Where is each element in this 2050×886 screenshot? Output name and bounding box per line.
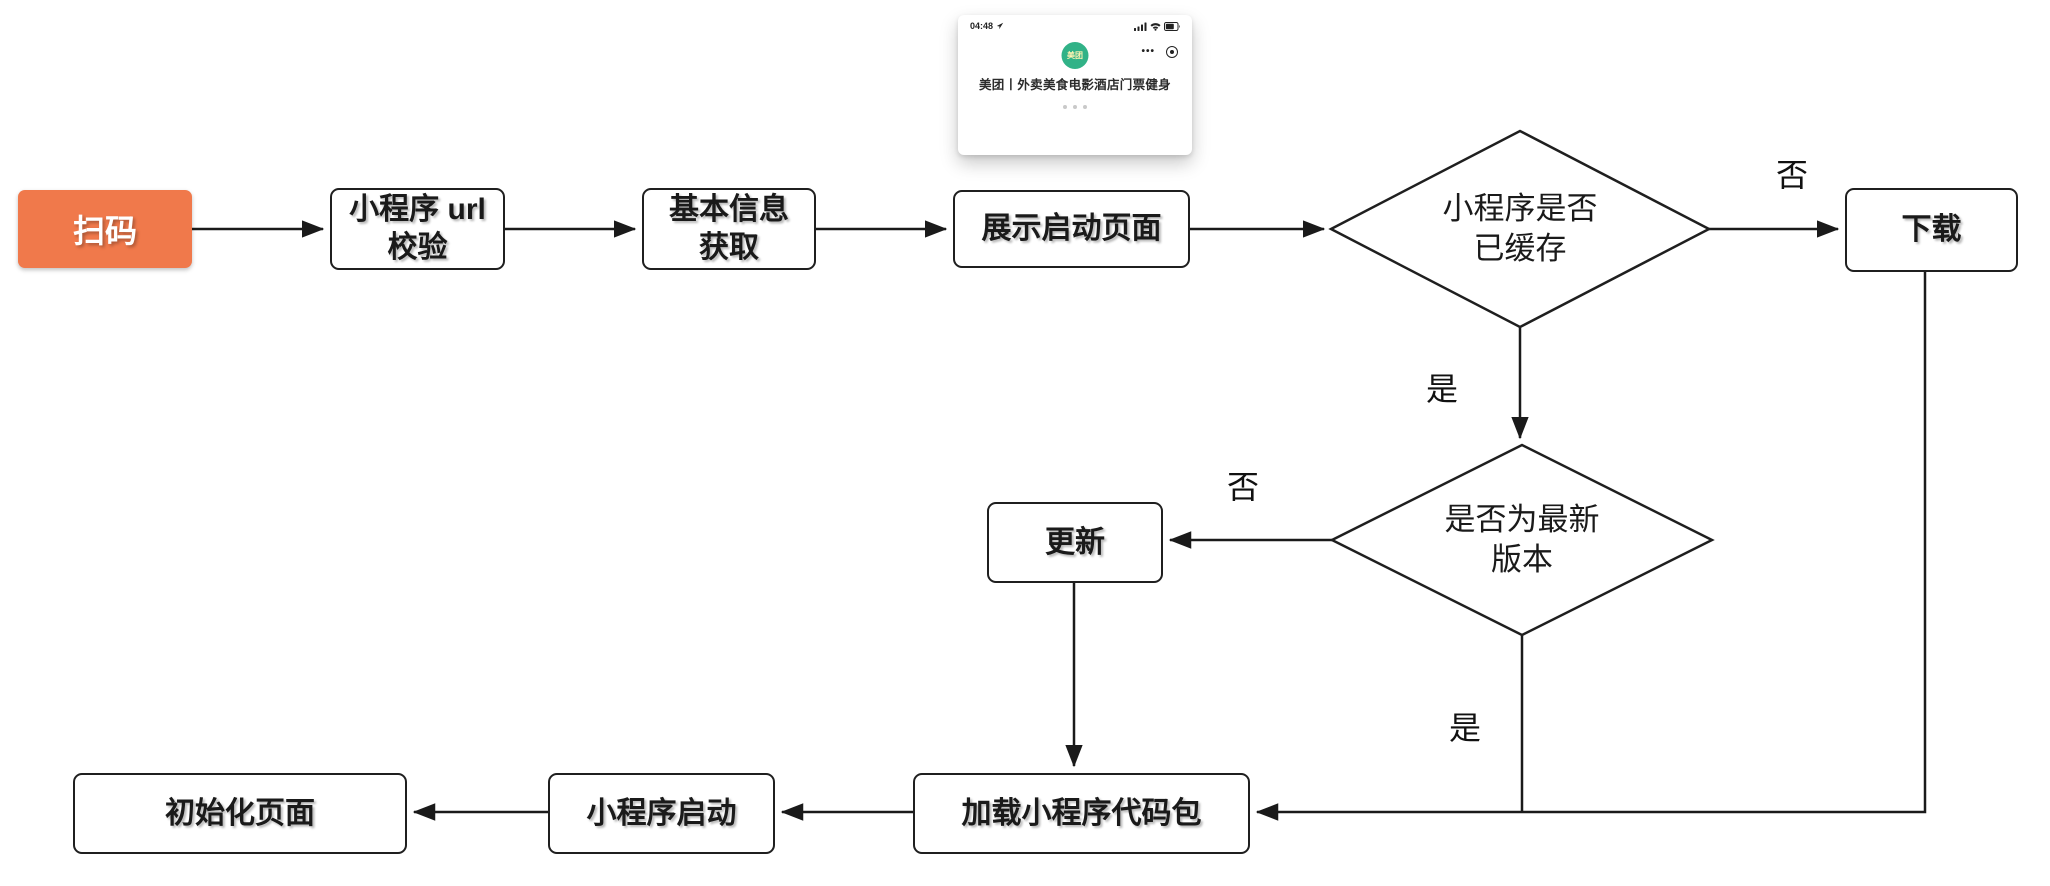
edge-download-to-loadpackage — [1255, 272, 1927, 821]
branch-label-cache-yes: 是 — [1426, 371, 1459, 407]
wifi-icon — [1150, 22, 1161, 31]
location-arrow-icon — [996, 22, 1004, 30]
node-url-check: 小程序 url 校验 — [330, 188, 505, 270]
node-load-package: 加载小程序代码包 — [913, 773, 1250, 854]
branch-label-version-yes: 是 — [1449, 710, 1482, 746]
node-basic-info: 基本信息 获取 — [642, 188, 816, 270]
more-menu-icon: ••• — [1141, 46, 1155, 57]
miniprogram-capsule: ••• — [1141, 46, 1178, 58]
node-init-page: 初始化页面 — [73, 773, 407, 854]
meituan-logo: 美团 — [1061, 42, 1089, 69]
node-update: 更新 — [987, 502, 1163, 583]
cellular-signal-icon — [1134, 22, 1147, 31]
exit-circle-icon — [1166, 46, 1178, 58]
branch-label-cache-no: 否 — [1776, 157, 1809, 193]
node-download: 下载 — [1845, 188, 2018, 272]
node-launch: 小程序启动 — [548, 773, 775, 854]
loading-dots — [958, 105, 1192, 109]
miniprogram-title: 美团丨外卖美食电影酒店门票健身 — [978, 78, 1171, 92]
node-scan-code: 扫码 — [18, 190, 192, 268]
decision-version-label: 是否为最新 版本 — [1444, 502, 1600, 577]
branch-label-version-no: 否 — [1227, 469, 1260, 505]
decision-version-diamond — [1329, 443, 1715, 637]
phone-status-bar: 04:48 — [970, 20, 1181, 32]
splash-screen-preview: 04:48 — [958, 15, 1192, 155]
node-show-splash: 展示启动页面 — [953, 190, 1190, 268]
status-time: 04:48 — [970, 21, 994, 31]
decision-cache-diamond — [1328, 129, 1712, 329]
decision-cache-label: 小程序是否 已缓存 — [1442, 191, 1598, 266]
battery-icon — [1164, 21, 1180, 31]
